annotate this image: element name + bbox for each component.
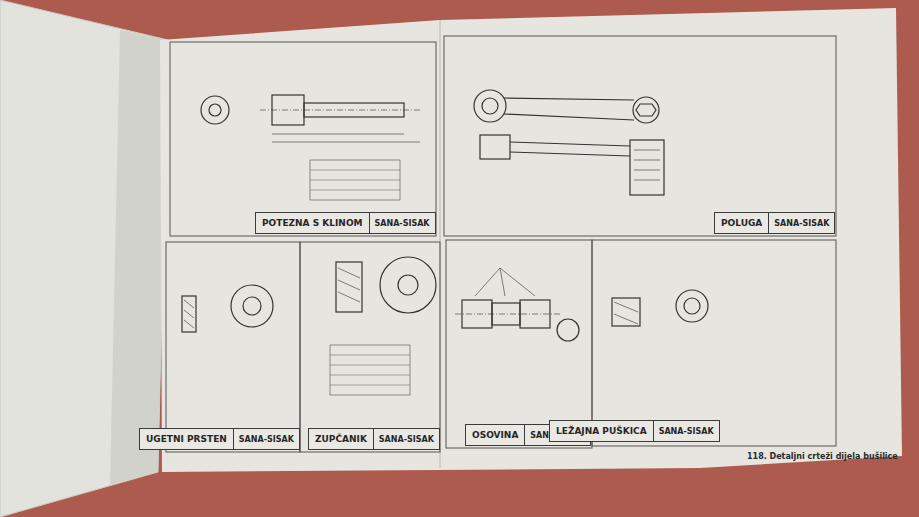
drawing-line bbox=[338, 268, 360, 302]
drawing-line bbox=[260, 110, 420, 111]
figure-caption: 118. Detaljni crteži dijela bušilice bbox=[747, 452, 898, 461]
part-name: UGETNI PRSTEN bbox=[140, 429, 233, 449]
drawing-line bbox=[455, 314, 560, 315]
part-name: LEŽAJNA PUŠKICA bbox=[550, 421, 653, 441]
title-block: UGETNI PRSTENSANA-SISAK bbox=[139, 428, 300, 450]
drawing-line bbox=[160, 8, 902, 472]
part-name: POLUGA bbox=[715, 213, 768, 233]
part-name: ZUPČANIK bbox=[309, 429, 373, 449]
drawing-line bbox=[184, 300, 194, 328]
drawing-line bbox=[480, 135, 510, 159]
sheet-frames bbox=[166, 36, 836, 452]
title-block: POTEZNA S KLINOMSANA-SISAK bbox=[255, 212, 436, 234]
drawing-line bbox=[636, 104, 656, 116]
drawing-line bbox=[330, 355, 410, 385]
drawing-line bbox=[444, 36, 836, 236]
drawing-line bbox=[310, 170, 400, 171]
drawing-line bbox=[557, 319, 579, 341]
drawing-line bbox=[310, 160, 400, 200]
company-name: SANA-SISAK bbox=[653, 421, 719, 441]
drawing-line bbox=[300, 242, 440, 452]
title-block: POLUGASANA-SISAK bbox=[714, 212, 835, 234]
drawing-line bbox=[209, 104, 221, 116]
drawing-line bbox=[182, 296, 196, 332]
drawing-line bbox=[684, 298, 700, 314]
drawing-line bbox=[510, 142, 630, 146]
drawing-line bbox=[504, 98, 634, 120]
drawing-line bbox=[243, 297, 261, 315]
company-name: SANA-SISAK bbox=[233, 429, 299, 449]
drawing-line bbox=[166, 242, 300, 452]
drawing-line bbox=[633, 97, 659, 123]
drawing-line bbox=[310, 190, 400, 191]
drawing-line bbox=[592, 240, 836, 446]
company-name: SANA-SISAK bbox=[768, 213, 834, 233]
drawing-line bbox=[510, 152, 630, 156]
drawing-line bbox=[482, 98, 498, 114]
drawing-line bbox=[336, 262, 362, 312]
drawing-line bbox=[612, 298, 640, 326]
drawing-line bbox=[272, 142, 420, 143]
part-name: OSOVINA bbox=[466, 425, 524, 445]
drawing-line bbox=[614, 302, 638, 324]
part-name: POTEZNA S KLINOM bbox=[256, 213, 369, 233]
company-name: SANA-SISAK bbox=[373, 429, 439, 449]
drawing-line bbox=[231, 285, 273, 327]
title-block: ZUPČANIKSANA-SISAK bbox=[308, 428, 440, 450]
drawing-line bbox=[110, 30, 168, 485]
drawing-line bbox=[310, 180, 400, 181]
drawing-line bbox=[398, 275, 418, 295]
drawing-line bbox=[634, 150, 660, 180]
title-block: LEŽAJNA PUŠKICASANA-SISAK bbox=[549, 420, 720, 442]
drawing-line bbox=[630, 140, 664, 195]
drawing-line bbox=[272, 134, 404, 135]
drawing-line bbox=[170, 42, 436, 236]
drawing-line bbox=[676, 290, 708, 322]
drawing-line bbox=[380, 257, 436, 313]
drawing-line bbox=[446, 240, 592, 448]
company-name: SANA-SISAK bbox=[369, 213, 435, 233]
drawing-line bbox=[201, 96, 229, 124]
drawing-line bbox=[330, 345, 410, 395]
part-drawings bbox=[182, 90, 708, 395]
drawing-line bbox=[475, 268, 535, 296]
drawing-line bbox=[474, 90, 506, 122]
